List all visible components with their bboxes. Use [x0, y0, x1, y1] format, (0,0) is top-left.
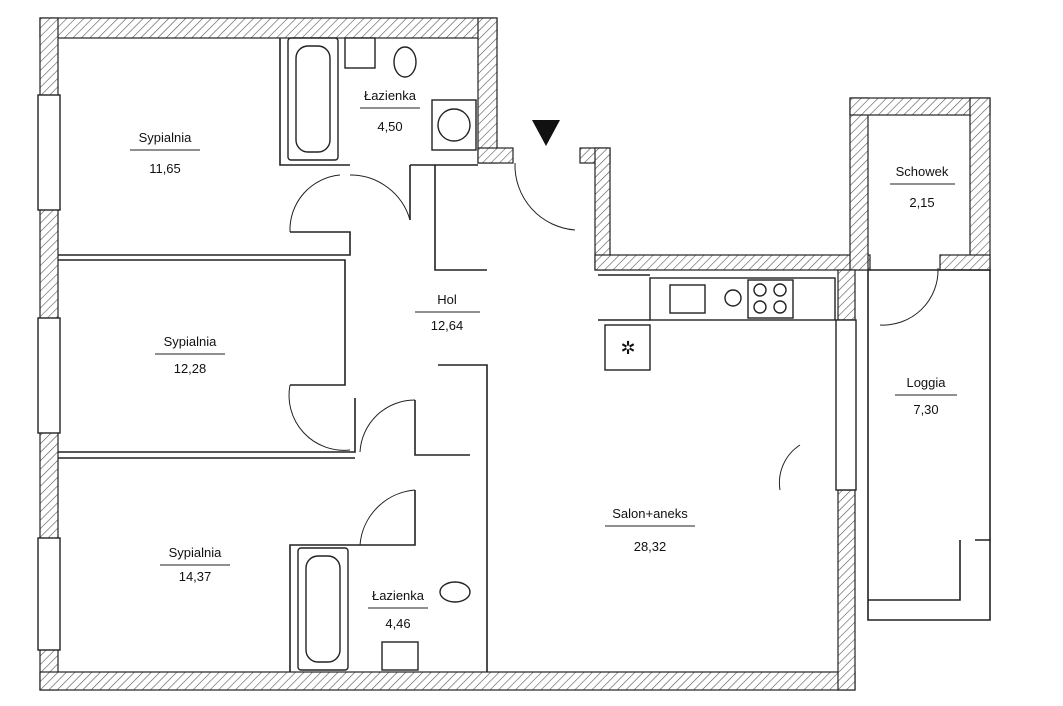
room-name: Sypialnia	[169, 545, 223, 560]
room-label-loggia: Loggia 7,30	[895, 375, 957, 417]
room-name: Hol	[437, 292, 457, 307]
room-label-bathroom-2: Łazienka 4,46	[368, 588, 428, 631]
windows	[37, 94, 857, 651]
room-name: Sypialnia	[139, 130, 193, 145]
entrance-triangle-icon	[532, 120, 560, 146]
room-area: 14,37	[179, 569, 212, 584]
dishwasher-icon	[724, 289, 742, 307]
room-label-bathroom-1: Łazienka 4,50	[360, 88, 420, 134]
sink-icon	[344, 37, 376, 69]
room-label-hall: Hol 12,64	[415, 292, 480, 333]
room-area: 2,15	[909, 195, 934, 210]
room-area: 7,30	[913, 402, 938, 417]
interior-walls	[58, 38, 991, 672]
kitchen-sink-icon	[669, 284, 706, 314]
room-name: Sypialnia	[164, 334, 218, 349]
room-label-bedroom-3: Sypialnia 14,37	[160, 545, 230, 584]
toilet-icon	[393, 46, 417, 78]
svg-text:✲: ✲	[620, 338, 635, 358]
room-area: 12,28	[174, 361, 207, 376]
fixtures: ✲	[287, 37, 836, 671]
sink-icon	[381, 641, 419, 671]
room-name: Łazienka	[364, 88, 417, 103]
room-area: 12,64	[431, 318, 464, 333]
room-name: Salon+aneks	[612, 506, 688, 521]
room-area: 4,50	[377, 119, 402, 134]
room-area: 28,32	[634, 539, 667, 554]
room-area: 4,46	[385, 616, 410, 631]
doors	[288, 162, 939, 546]
toilet-icon	[439, 581, 471, 603]
room-label-storage: Schowek 2,15	[890, 164, 955, 210]
room-name: Schowek	[896, 164, 949, 179]
room-label-living-room: Salon+aneks 28,32	[605, 506, 695, 554]
room-name: Loggia	[906, 375, 946, 390]
room-name: Łazienka	[372, 588, 425, 603]
room-label-bedroom-2: Sypialnia 12,28	[155, 334, 225, 376]
fridge-icon	[604, 324, 651, 371]
room-label-bedroom-1: Sypialnia 11,65	[130, 130, 200, 176]
room-area: 11,65	[149, 161, 181, 176]
cooktop-icon	[747, 279, 794, 319]
